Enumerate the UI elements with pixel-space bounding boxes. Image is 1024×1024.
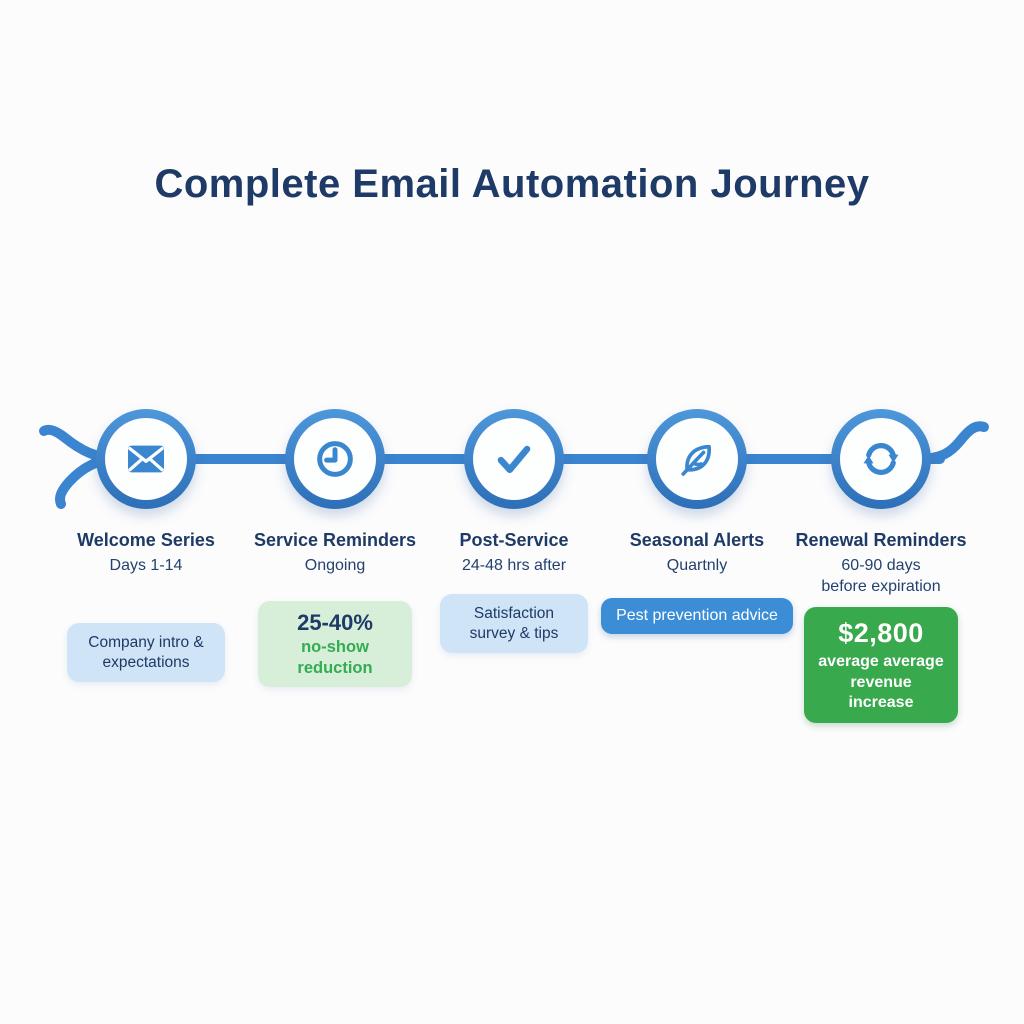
- stage-subtitle-line: 60-90 days: [841, 557, 921, 574]
- page-title: Complete Email Automation Journey: [154, 162, 870, 206]
- stage-node-circle: [647, 409, 747, 509]
- stage-title: Renewal Reminders: [795, 530, 967, 550]
- stage-subtitle-line: Quartnly: [666, 557, 728, 574]
- stage-title: Welcome Series: [77, 530, 215, 550]
- check-icon: [497, 445, 531, 473]
- stage-title: Post-Service: [459, 530, 569, 550]
- stage-metric-label: no-show reduction: [297, 637, 373, 678]
- stage-detail-text: Company intro & expectations: [88, 633, 204, 671]
- stage-service-reminders: Service Reminders Ongoing 25-40% no-show…: [242, 409, 428, 688]
- clock-icon: [317, 441, 353, 477]
- stage-detail-box: Company intro & expectations: [67, 622, 225, 683]
- stage-metric-value: $2,800: [838, 617, 924, 648]
- stage-subtitle: 24-48 hrs after: [462, 556, 566, 577]
- stage-detail-text: Satisfaction survey & tips: [469, 604, 559, 642]
- stage-metric-box: 25-40% no-show reduction: [258, 600, 412, 688]
- leaf-icon: [681, 444, 711, 476]
- stage-node-circle-inner: [473, 418, 555, 500]
- stage-pill-text: Pest prevention advice: [616, 606, 778, 624]
- stage-post-service: Post-Service 24-48 hrs after Satisfactio…: [421, 409, 607, 654]
- stage-node-circle: [464, 409, 564, 509]
- stage-node-circle-inner: [294, 418, 376, 500]
- stage-metric-label: average average revenue increase: [818, 653, 944, 712]
- stage-metric-value: 25-40%: [297, 609, 373, 635]
- stage-welcome-series: Welcome Series Days 1-14 Company intro &…: [53, 409, 239, 683]
- stage-subtitle-line: before expiration: [821, 577, 941, 595]
- stage-node-circle: [96, 409, 196, 509]
- stage-subtitle-line: 24-48 hrs after: [461, 557, 567, 574]
- stage-node-circle: [831, 409, 931, 509]
- stage-node-circle-inner: [656, 418, 738, 500]
- stage-node-circle-inner: [840, 418, 922, 500]
- stage-subtitle-line: Ongoing: [304, 557, 366, 574]
- stage-node-circle: [285, 409, 385, 509]
- stage-title: Service Reminders: [253, 530, 417, 550]
- stage-subtitle: Days 1-14: [110, 556, 183, 577]
- stage-node-circle-inner: [105, 418, 187, 500]
- stage-renewal-reminders: Renewal Reminders 60-90 days before expi…: [788, 409, 974, 723]
- stage-seasonal-alerts: Seasonal Alerts Quartnly Pest prevention…: [601, 409, 793, 635]
- refresh-icon: [863, 443, 899, 475]
- envelope-icon: [127, 445, 165, 473]
- stage-subtitle: 60-90 days before expiration: [821, 556, 940, 598]
- stage-subtitle-line: Days 1-14: [109, 557, 183, 574]
- stage-subtitle: Quartnly: [667, 556, 727, 577]
- stage-detail-box: Satisfaction survey & tips: [440, 593, 588, 654]
- stage-pill-box: Pest prevention advice: [601, 597, 793, 635]
- timeline-right-curl: [913, 421, 989, 464]
- stage-subtitle: Ongoing: [305, 556, 366, 577]
- stage-metric-box: $2,800 average average revenue increase: [804, 606, 958, 723]
- stage-title: Seasonal Alerts: [629, 530, 765, 550]
